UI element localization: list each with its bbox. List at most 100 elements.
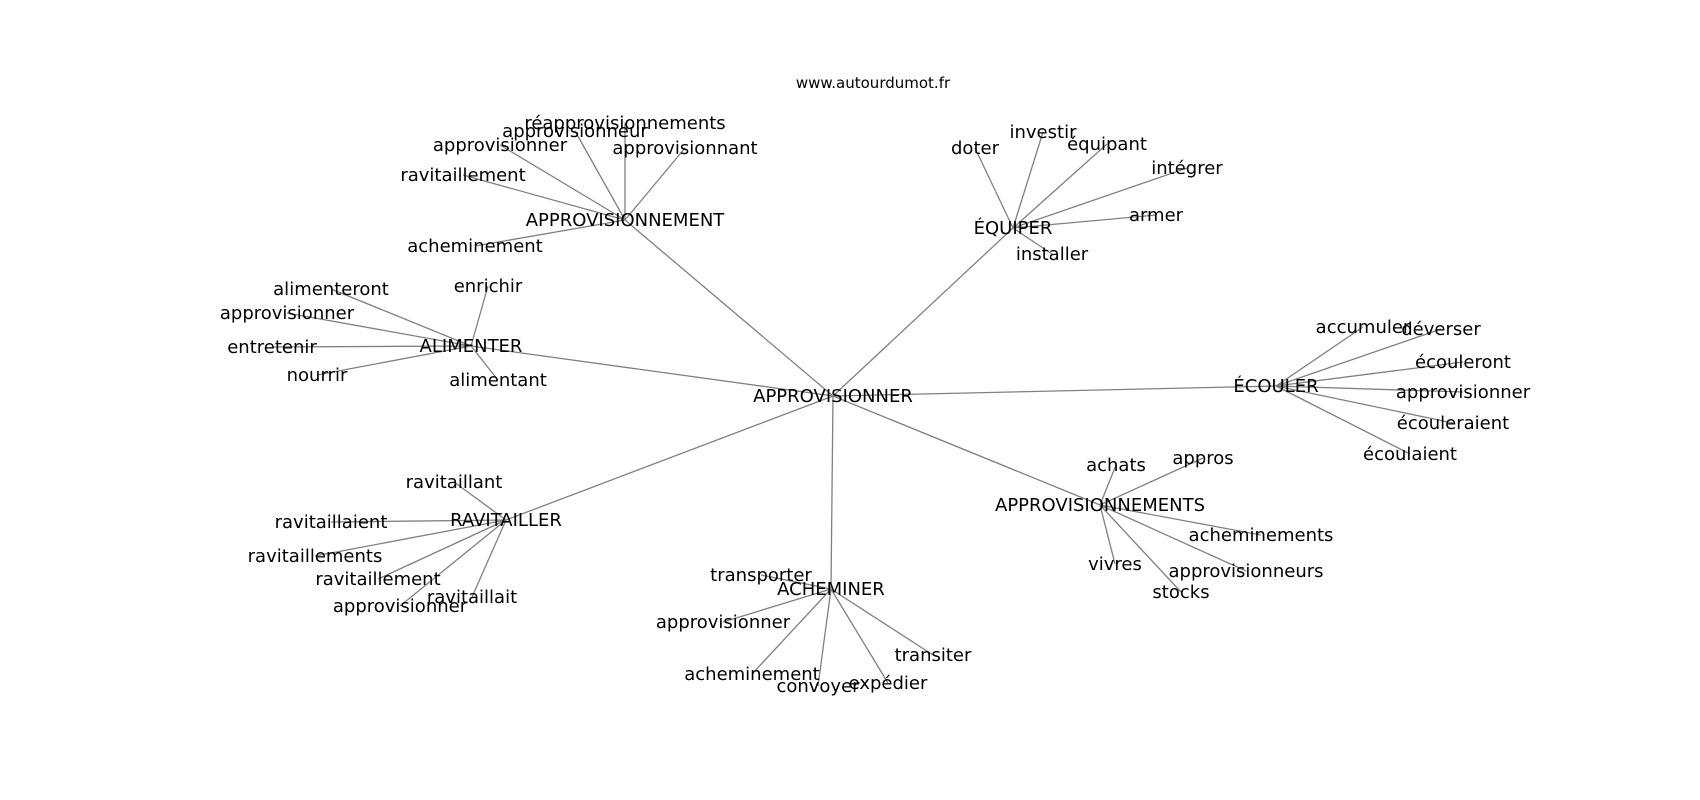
edge-center-to-hub	[505, 395, 834, 521]
hub-node-label: APPROVISIONNEMENT	[526, 210, 726, 231]
edge-hub-to-leaf	[470, 345, 499, 381]
leaf-node-label: acheminement	[684, 664, 820, 685]
leaf-node-label: intégrer	[1151, 158, 1223, 179]
leaf-node-label: stocks	[1152, 582, 1209, 603]
edge-hub-to-leaf	[377, 519, 507, 580]
edge-hub-to-leaf	[722, 588, 832, 623]
edge-hub-to-leaf	[314, 519, 507, 557]
edge-hub-to-leaf	[830, 588, 889, 684]
leaf-node-label: écouleront	[1415, 352, 1511, 373]
leaf-node-label: convoyer	[776, 676, 860, 697]
leaf-node-label: entretenir	[227, 337, 317, 358]
leaf-node-label: approvisionner	[656, 612, 791, 633]
edge-hub-to-leaf	[1275, 385, 1464, 393]
leaf-node-label: armer	[1129, 205, 1184, 226]
leaf-node-label: approvisionner	[333, 596, 468, 617]
edge-hub-to-leaf	[1099, 504, 1247, 572]
leaf-node-label: écoulaient	[1363, 444, 1457, 465]
edge-hub-to-leaf	[1099, 504, 1262, 536]
center-node-label: APPROVISIONNER	[753, 386, 913, 407]
leaf-node-label: acheminement	[407, 236, 543, 257]
leaf-node-label: doter	[951, 138, 1000, 159]
leaf-node-label: vivres	[1088, 554, 1142, 575]
edge-hub-to-leaf	[751, 588, 832, 675]
edge-hub-to-leaf	[330, 288, 472, 347]
edge-hub-to-leaf	[316, 345, 472, 376]
edge-center-to-hub	[624, 219, 834, 397]
graph-labels: www.autourdumot.fr APPROVISIONNER APPROVI…	[220, 74, 1531, 697]
leaf-node-label: investir	[1010, 122, 1078, 143]
leaf-node-label: installer	[1016, 244, 1089, 265]
edge-hub-to-leaf	[1275, 385, 1454, 424]
leaf-node-label: approvisionner	[220, 303, 355, 324]
leaf-node-label: appros	[1172, 448, 1233, 469]
edge-hub-to-leaf	[1012, 131, 1044, 229]
leaf-node-label: transiter	[895, 645, 972, 666]
edge-hub-to-leaf	[1275, 328, 1442, 387]
hub-node-label: ÉCOULER	[1233, 375, 1318, 397]
leaf-node-label: nourrir	[287, 365, 348, 386]
edge-hub-to-leaf	[399, 519, 507, 607]
leaf-node-label: accumuler	[1316, 317, 1411, 338]
leaf-node-label: transporter	[710, 565, 812, 586]
hub-node-label: ÉQUIPER	[974, 217, 1053, 239]
hub-node-label: RAVITAILLER	[450, 510, 562, 531]
graph-edges	[271, 123, 1464, 687]
edge-hub-to-leaf	[330, 519, 507, 523]
leaf-node-label: approvisionnant	[612, 138, 757, 159]
edge-hub-to-leaf	[1099, 457, 1204, 506]
hub-node-label: ACHEMINER	[777, 579, 885, 600]
edge-center-to-hub	[832, 227, 1014, 397]
edge-hub-to-leaf	[574, 130, 626, 221]
leaf-node-label: approvisionner	[1396, 382, 1531, 403]
edge-hub-to-leaf	[1012, 227, 1053, 255]
source-watermark: www.autourdumot.fr	[796, 74, 951, 92]
edge-center-to-hub	[832, 395, 1101, 506]
edge-hub-to-leaf	[1012, 167, 1188, 229]
hub-node-label: ALIMENTER	[420, 336, 523, 357]
edge-hub-to-leaf	[271, 345, 472, 348]
leaf-node-label: ravitaillement	[400, 165, 525, 186]
edge-hub-to-leaf	[1275, 385, 1411, 455]
edge-hub-to-leaf	[1012, 214, 1157, 229]
leaf-node-label: ravitaillement	[315, 569, 440, 590]
leaf-node-label: réapprovisionnements	[524, 113, 725, 134]
edge-hub-to-leaf	[817, 588, 832, 687]
edge-hub-to-leaf	[1099, 504, 1116, 565]
leaf-node-label: achats	[1086, 455, 1146, 476]
edge-hub-to-leaf	[1275, 361, 1464, 387]
edge-hub-to-leaf	[1099, 504, 1182, 593]
leaf-node-label: expédier	[849, 673, 928, 694]
leaf-node-label: équipant	[1067, 134, 1147, 155]
edge-hub-to-leaf	[1099, 464, 1117, 506]
leaf-node-label: ravitaillaient	[275, 512, 388, 533]
edge-center-to-hub	[832, 385, 1277, 397]
leaf-node-label: ravitaillait	[427, 587, 517, 608]
leaf-node-label: écouleraient	[1397, 413, 1509, 434]
leaf-node-label: alimenteront	[273, 279, 389, 300]
edge-center-to-hub	[830, 395, 834, 590]
leaf-node-label: enrichir	[454, 276, 523, 297]
edge-hub-to-leaf	[286, 312, 472, 347]
hub-node-label: APPROVISIONNEMENTS	[995, 495, 1205, 516]
edge-hub-to-leaf	[974, 147, 1014, 229]
edge-hub-to-leaf	[760, 574, 832, 590]
edge-center-to-hub	[470, 345, 834, 397]
edge-hub-to-leaf	[1275, 326, 1364, 387]
leaf-node-label: déverser	[1401, 319, 1481, 340]
edge-hub-to-leaf	[1012, 143, 1108, 229]
leaf-node-label: ravitaillant	[406, 472, 503, 493]
edge-hub-to-leaf	[471, 519, 507, 598]
edge-hub-to-leaf	[624, 147, 686, 221]
leaf-node-label: ravitaillements	[248, 546, 383, 567]
edge-hub-to-leaf	[453, 481, 507, 521]
leaf-node-label: alimentant	[449, 370, 547, 391]
leaf-node-label: approvisionner	[433, 135, 568, 156]
edge-hub-to-leaf	[470, 285, 489, 347]
edge-hub-to-leaf	[830, 588, 934, 656]
leaf-node-label: approvisionneur	[502, 121, 648, 142]
edge-hub-to-leaf	[474, 219, 626, 247]
edge-hub-to-leaf	[499, 144, 626, 221]
leaf-node-label: acheminements	[1189, 525, 1334, 546]
